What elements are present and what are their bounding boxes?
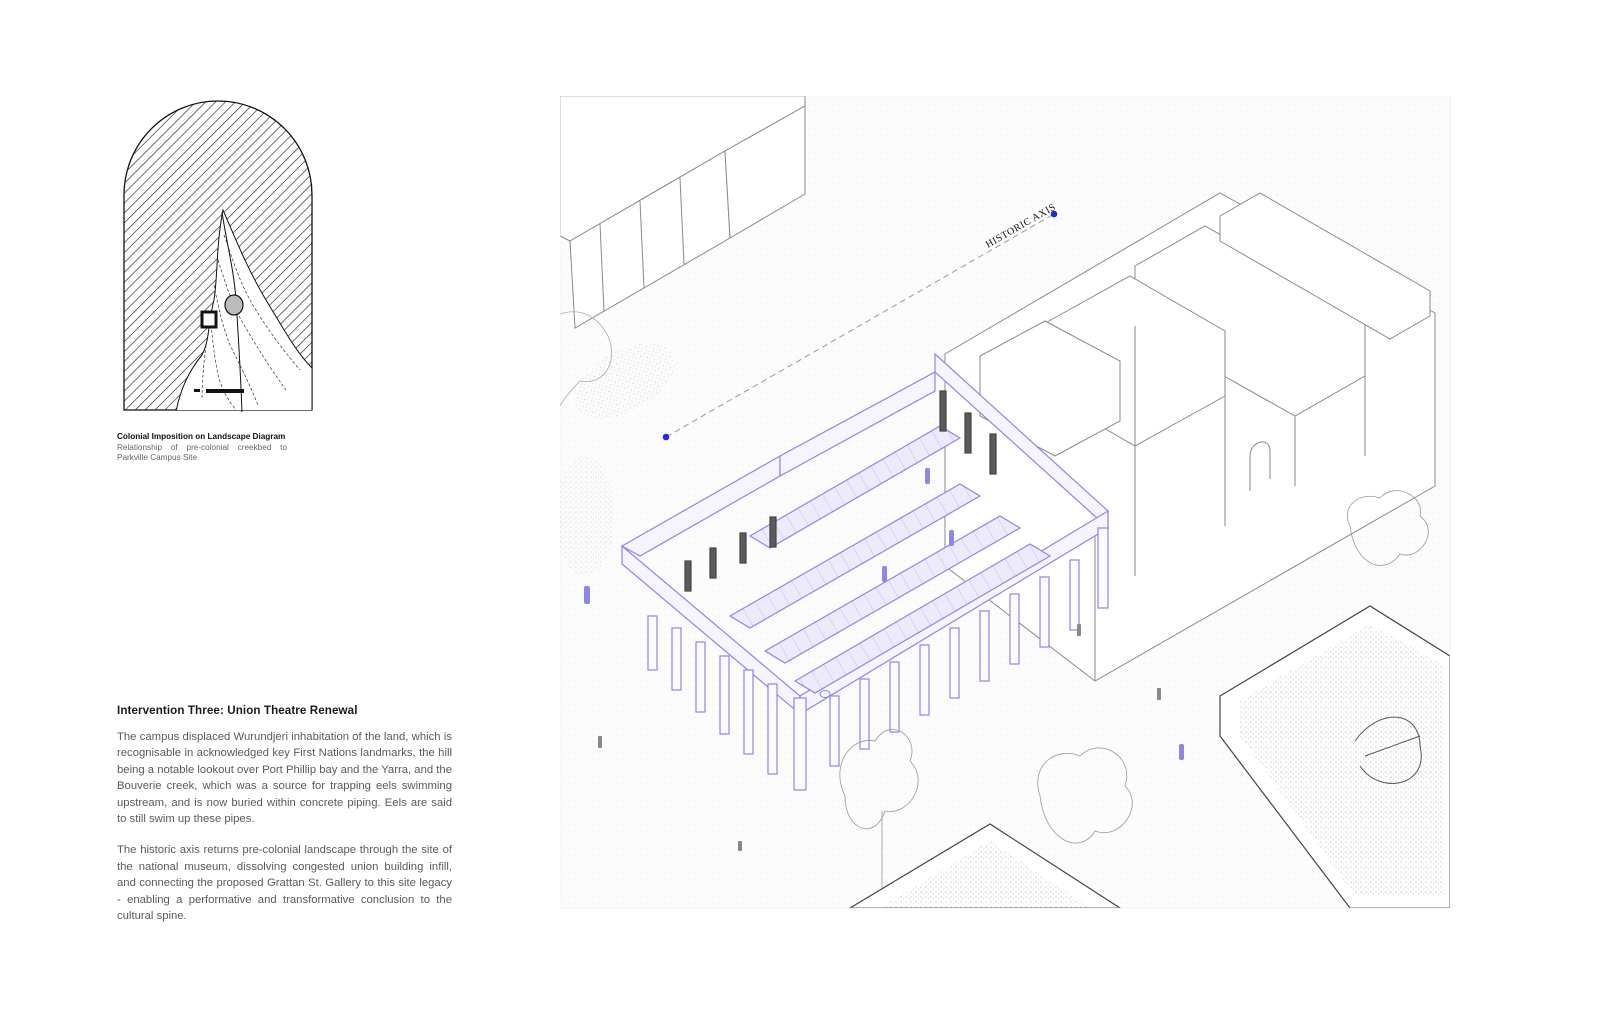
paragraph-1: The campus displaced Wurundjeri inhabita… — [117, 731, 452, 826]
inset-caption-title: Colonial Imposition on Landscape Diagram — [117, 432, 286, 441]
inset-caption: Colonial Imposition on Landscape Diagram… — [117, 432, 287, 464]
inset-caption-subtitle: Relationship of pre-colonial creekbed to… — [117, 442, 287, 463]
axonometric-drawing: HISTORIC AXIS — [560, 96, 1490, 931]
paragraph-2: The historic axis returns pre-colonial l… — [117, 844, 452, 923]
axis-end-dot — [1050, 210, 1058, 218]
description-block: Intervention Three: Union Theatre Renewa… — [117, 704, 452, 939]
intervention-heading: Intervention Three: Union Theatre Renewa… — [117, 704, 358, 717]
axis-start-dot — [662, 433, 670, 441]
landscape-diagram — [118, 100, 318, 412]
